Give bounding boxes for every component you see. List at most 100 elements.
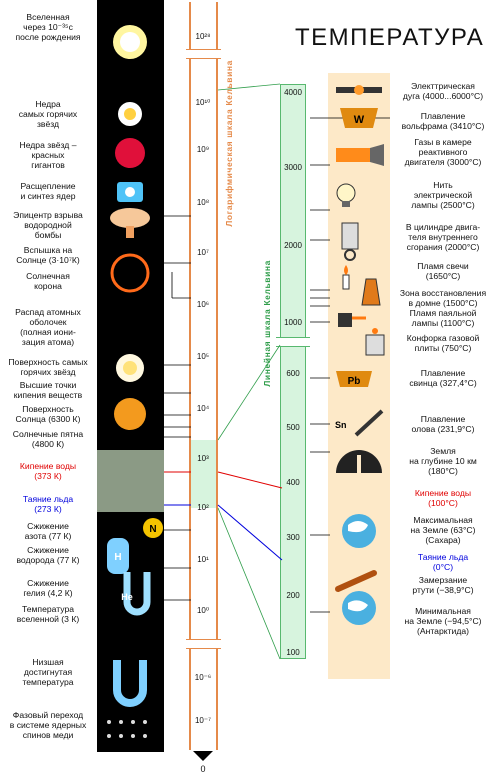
antarctica-globe-icon xyxy=(342,591,376,625)
hottest-star-icon xyxy=(118,102,142,126)
log-tick-label: 10² xyxy=(197,503,209,512)
right-phenomenon-label: Газы в камере реактивного двигателя (300… xyxy=(404,137,482,167)
zero-pointer xyxy=(193,751,213,761)
log-tick-label: 10⁻⁷ xyxy=(194,716,211,725)
left-phenomenon-label: Солнечные пятна (4800 К) xyxy=(12,429,84,449)
left-phenomenon-label: Расщепление и синтез ядер xyxy=(20,181,76,201)
left-phenomenon-label: Сжижение гелия (4,2 К) xyxy=(23,578,73,598)
log-tick-label: 10⁶ xyxy=(196,300,210,309)
light-bulb-icon xyxy=(336,183,356,207)
log-scale-break-2 xyxy=(186,639,221,649)
left-phenomenon-label: Солнечная корона xyxy=(26,271,70,291)
gas-stove-icon xyxy=(365,328,385,356)
log-tick-label: 10⁰ xyxy=(196,606,210,615)
nucleus-split-icon xyxy=(117,182,143,202)
svg-text:H: H xyxy=(114,552,121,563)
log-tick-label: 10¹ xyxy=(197,555,209,564)
left-phenomenon-label: Высшие точки кипения веществ xyxy=(13,380,83,400)
solar-flare-icon xyxy=(110,253,150,293)
thermometer-icon xyxy=(335,570,377,592)
engine-cylinder-icon xyxy=(341,222,359,261)
right-phenomenon-label: Электтрическая дуга (4000...6000°С) xyxy=(402,81,484,101)
sun-surface-icon xyxy=(114,398,146,430)
right-phenomenon-label: Конфорка газовой плиты (750°С) xyxy=(406,333,480,353)
left-phenomenon-label: Недра звёзд – красных гигантов xyxy=(19,140,77,170)
left-phenomenon-label: Вспышка на Солнце (3·10⁷К) xyxy=(16,245,80,265)
right-phenomenon-label: Зона восстановления в домне (1500°С) xyxy=(399,288,487,308)
log-tick-label: 10⁵ xyxy=(196,352,210,361)
cryostat-icon xyxy=(113,660,147,707)
linear-tick-label: 200 xyxy=(286,591,300,600)
linear-scale-bar xyxy=(280,84,306,659)
lead-melting-icon: Pb xyxy=(336,371,372,387)
left-phenomenon-label: Вселенная через 10⁻³⁵c после рождения xyxy=(15,12,81,42)
right-phenomenon-label: В цилиндре двига- теля внутреннего сгора… xyxy=(405,222,481,252)
right-phenomenon-label: Плавление вольфрама (3410°С) xyxy=(401,111,485,131)
linear-tick-label: 2000 xyxy=(284,241,302,250)
log-tick-label: 10²⁸ xyxy=(195,32,211,41)
boiling-band xyxy=(97,450,164,512)
nitrogen-icon: N xyxy=(143,518,163,538)
linear-tick-label: 600 xyxy=(286,369,300,378)
linear-tick-label: 100 xyxy=(286,648,300,657)
left-phenomenon-label: Таяние льда (273 К) xyxy=(22,494,74,514)
left-phenomenon-label: Кипение воды (373 К) xyxy=(19,461,77,481)
page-title: ТЕМПЕРАТУРА xyxy=(295,24,485,51)
zero-label: 0 xyxy=(200,764,206,774)
electric-arc-icon xyxy=(336,85,382,95)
right-panel-icons: W Pb Sn xyxy=(335,85,385,625)
red-giant-icon xyxy=(115,138,145,168)
left-phenomenon-label: Фазовый переход в системе ядерных спинов… xyxy=(9,710,87,740)
linear-tick-label: 1000 xyxy=(284,318,302,327)
left-panel-icons: N H He xyxy=(107,25,163,738)
right-phenomenon-label: Замерзание ртути (−38,9°С) xyxy=(412,575,474,595)
log-tick-label: 10³ xyxy=(197,454,209,463)
log-scale-bar xyxy=(189,2,218,750)
left-phenomenon-label: Сжижение азота (77 К) xyxy=(24,521,72,541)
svg-text:Pb: Pb xyxy=(348,376,361,387)
right-phenomenon-label: Плавление свинца (327,4°С) xyxy=(409,368,477,388)
right-phenomenon-label: Максимальная на Земле (63°С) (Сахара) xyxy=(410,515,476,545)
left-phenomenon-label: Эпицентр взрыва водородной бомбы xyxy=(13,210,83,240)
linear-tick-label: 300 xyxy=(286,533,300,542)
helium-icon: He xyxy=(121,572,151,616)
linear-tick-label: 4000 xyxy=(284,88,302,97)
svg-text:N: N xyxy=(149,524,156,535)
left-phenomenon-label: Недра самых горячих звёзд xyxy=(18,99,78,129)
left-phenomenon-label: Поверхность самых горячих звёзд xyxy=(8,357,88,377)
linear-scale-break xyxy=(276,337,310,347)
right-phenomenon-label: Кипение воды (100°С) xyxy=(414,488,472,508)
log-tick-label: 10⁸ xyxy=(196,198,210,207)
svg-text:Sn: Sn xyxy=(335,420,347,430)
blowtorch-icon xyxy=(338,313,366,327)
mushroom-cloud-icon xyxy=(110,208,150,238)
left-phenomenon-label: Сжижение водорода (77 К) xyxy=(16,545,80,565)
right-phenomenon-label: Таяние льда (0°С) xyxy=(417,552,469,572)
tungsten-melting-icon: W xyxy=(340,108,378,128)
log-tick-label: 10¹⁰ xyxy=(195,98,211,107)
left-phenomenon-label: Поверхность Солнца (6300 К) xyxy=(15,404,81,424)
log-tick-label: 10⁴ xyxy=(196,404,210,413)
linear-tick-label: 500 xyxy=(286,423,300,432)
nuclear-spin-icon xyxy=(107,720,147,738)
hot-star-surface-icon xyxy=(116,354,144,382)
linear-tick-label: 400 xyxy=(286,478,300,487)
left-phenomenon-label: Низшая достигнутая температура xyxy=(22,657,74,687)
soldering-iron-icon: Sn xyxy=(335,409,384,437)
log-scale-green-segment xyxy=(191,440,216,508)
log-scale-break-1 xyxy=(186,49,221,59)
right-phenomenon-label: Земля на глубине 10 км (180°С) xyxy=(409,446,477,476)
linear-tick-label: 3000 xyxy=(284,163,302,172)
sahara-globe-icon xyxy=(342,514,376,548)
svg-text:W: W xyxy=(354,114,365,126)
left-phenomenon-label: Температура вселенной (3 К) xyxy=(16,604,80,624)
log-tick-label: 10⁹ xyxy=(196,145,210,154)
big-bang-icon xyxy=(113,25,147,59)
right-phenomenon-label: Минимальная на Земле (−94,5°С) (Антаркти… xyxy=(404,606,482,636)
right-phenomenon-label: Пламя паяльной лампы (1100°С) xyxy=(409,308,477,328)
right-phenomenon-label: Нить электрической лампы (2500°С) xyxy=(411,180,475,210)
jet-engine-icon xyxy=(336,144,384,166)
blast-furnace-icon xyxy=(361,278,381,306)
log-tick-label: 10⁷ xyxy=(197,248,209,257)
hydrogen-icon: H xyxy=(107,538,129,574)
